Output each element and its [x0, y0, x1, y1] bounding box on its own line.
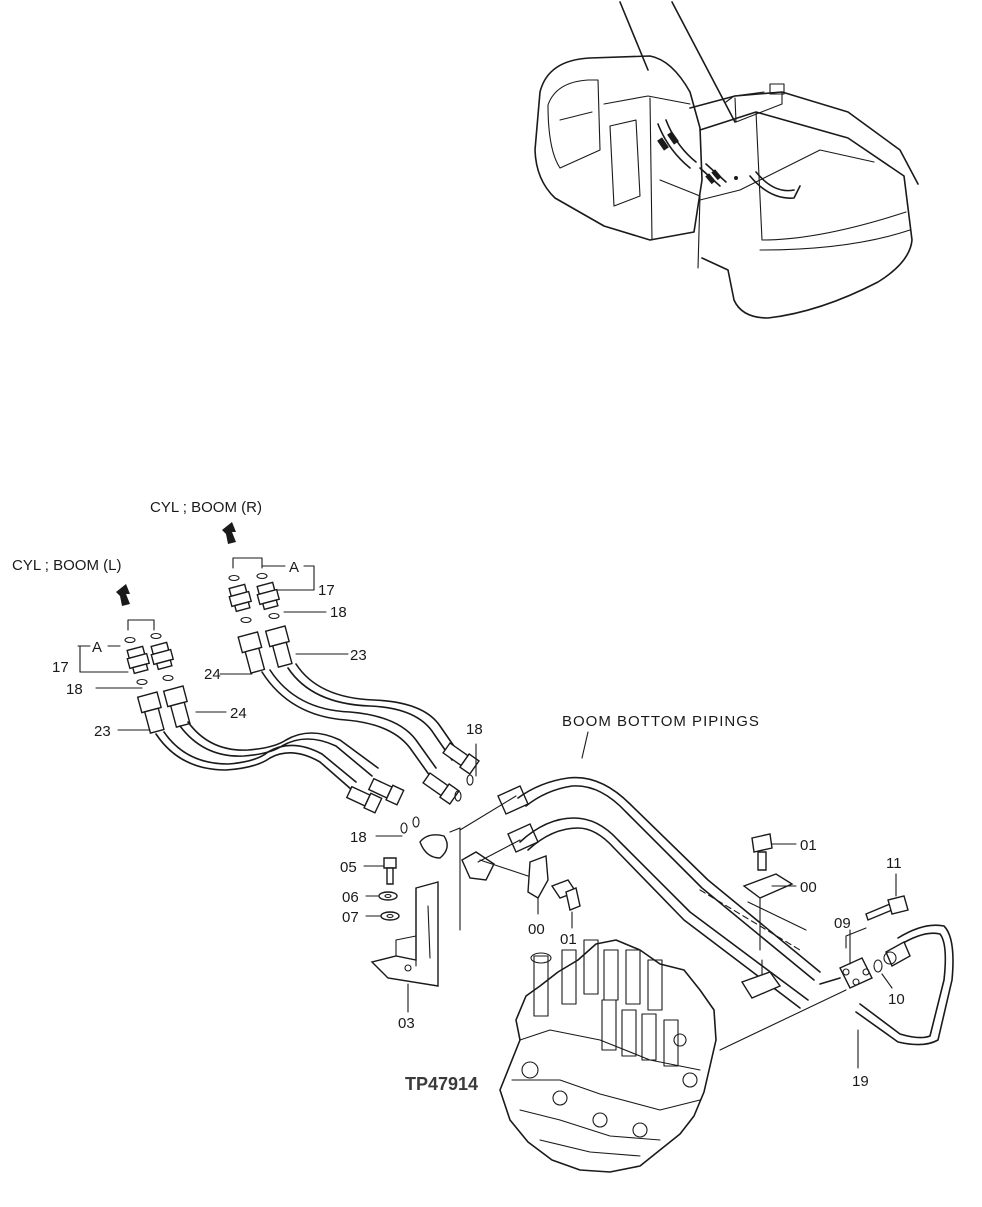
callout-17-right: 17 [318, 582, 335, 599]
figure-code: TP47914 [405, 1074, 478, 1094]
excavator-overview [534, 1, 919, 319]
callout-23-right: 23 [350, 647, 367, 664]
callout-18-mid-top: 18 [466, 721, 483, 738]
callout-18-left: 18 [66, 681, 83, 698]
callout-24-left: 24 [230, 705, 247, 722]
callout-labels: 17 18 23 24 17 18 24 23 18 18 05 06 07 0… [52, 582, 905, 1090]
cyl-boom-r-label: CYL ; BOOM (R) [150, 499, 262, 516]
right-cylinder-fittings: A [219, 557, 480, 805]
callout-00-mid: 00 [528, 921, 545, 938]
callout-01-right: 01 [800, 837, 817, 854]
callout-24-right: 24 [204, 666, 221, 683]
callout-05: 05 [340, 859, 357, 876]
callout-10: 10 [888, 991, 905, 1008]
control-valve [499, 939, 847, 1173]
detail-a-label-left: A [92, 639, 102, 656]
callout-03: 03 [398, 1015, 415, 1032]
callout-06: 06 [342, 889, 359, 906]
left-cylinder-fittings: A [77, 619, 405, 814]
boom-bottom-pipings-label: BOOM BOTTOM PIPINGS [562, 713, 760, 730]
callout-07: 07 [342, 909, 359, 926]
callout-17-left: 17 [52, 659, 69, 676]
callout-23-left: 23 [94, 723, 111, 740]
callout-11: 11 [886, 855, 902, 872]
callout-01-mid: 01 [560, 931, 577, 948]
callout-00-right: 00 [800, 879, 817, 896]
detail-a-label-right: A [289, 559, 299, 576]
arrow-up-icon-left [116, 584, 130, 606]
bracket-and-clamps [363, 833, 797, 1013]
arrow-up-icon-right [222, 522, 236, 544]
callout-18-right: 18 [330, 604, 347, 621]
center-connections [375, 743, 539, 931]
cyl-boom-l-label: CYL ; BOOM (L) [12, 557, 121, 574]
callout-18-mid-left: 18 [350, 829, 367, 846]
boom-bottom-pipes [517, 731, 954, 1046]
callout-19: 19 [852, 1073, 869, 1090]
callout-09: 09 [834, 915, 851, 932]
